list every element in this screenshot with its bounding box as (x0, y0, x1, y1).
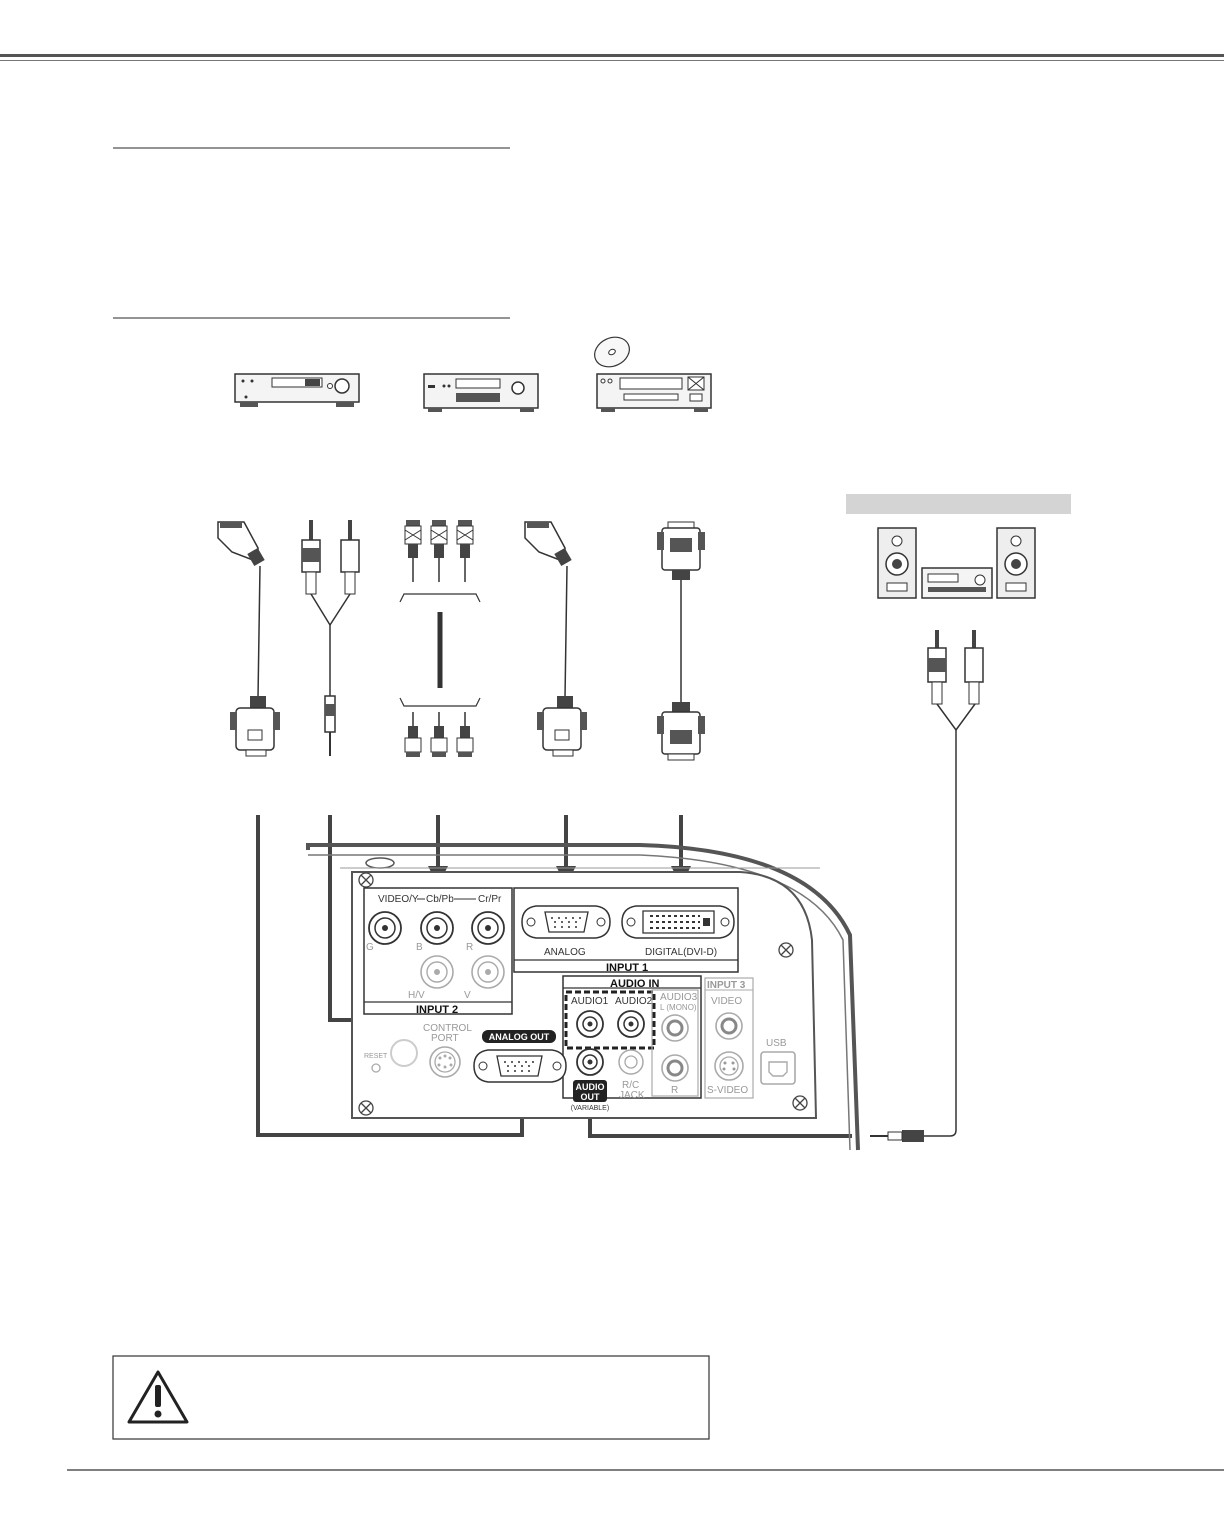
video-label: VIDEO (711, 996, 742, 1007)
input1-group: ANALOG DIGITAL(DVI-D) INPUT 1 (513, 887, 739, 974)
dvi-cable (657, 521, 705, 761)
audio-out-group: AUDIO OUT (VARIABLE) (571, 1048, 609, 1112)
bnc-jack-hv[interactable] (420, 955, 454, 989)
v-label: V (464, 990, 471, 1001)
port-label: PORT (431, 1033, 459, 1044)
analog-vga-port[interactable] (521, 905, 611, 939)
control-port[interactable]: CONTROL PORT (423, 1023, 472, 1078)
audio3-r-jack[interactable] (661, 1054, 689, 1082)
usb-label: USB (766, 1038, 787, 1049)
audio-system-icon (877, 527, 1036, 599)
input1-label: INPUT 1 (606, 962, 648, 974)
analog-out-group: ANALOG OUT (473, 1030, 567, 1083)
cr-pr-label: Cr/Pr (478, 894, 502, 905)
audio-out-jack[interactable] (576, 1048, 604, 1076)
header-rule (0, 54, 1224, 61)
bnc-jack-v[interactable] (471, 955, 505, 989)
audio-out-label-2: OUT (581, 1092, 601, 1102)
input3-group: INPUT 3 VIDEO S-VIDEO (704, 977, 754, 1099)
warning-box (112, 1355, 710, 1440)
scart-vga-cable-2 (524, 521, 587, 757)
reset-button[interactable]: RESET (364, 1053, 388, 1073)
vcr-device-icon (234, 373, 360, 407)
video-y-label: VIDEO/Y (378, 894, 419, 905)
audio1-label: AUDIO1 (571, 996, 609, 1007)
g-label: G (366, 942, 374, 953)
analog-label: ANALOG (544, 947, 586, 958)
audio-out-label-1: AUDIO (576, 1082, 605, 1092)
bnc-cable (399, 520, 481, 757)
audio3-label: AUDIO3 (660, 992, 698, 1003)
scart-vga-cable (217, 521, 280, 757)
usb-port[interactable]: USB (760, 1038, 796, 1085)
rc-label: R/C (622, 1080, 639, 1091)
audio-rca-minijack-cable (870, 630, 984, 1142)
video-jack[interactable] (715, 1012, 743, 1040)
input3-label: INPUT 3 (707, 980, 746, 991)
sensor-disc (390, 1039, 418, 1067)
analog-out-port[interactable] (473, 1049, 567, 1083)
input2-group: VIDEO/Y Cb/Pb Cr/Pr G B R (363, 887, 513, 1016)
audio2-jack[interactable] (617, 1010, 645, 1038)
digital-dvi-port[interactable] (621, 905, 735, 939)
rc-jack[interactable]: R/C JACK (618, 1049, 645, 1101)
audio-in-label: AUDIO IN (610, 978, 660, 990)
jack-label: JACK (619, 1090, 645, 1101)
warning-icon (127, 1370, 189, 1424)
video-player-icon (423, 373, 539, 412)
cb-pb-label: Cb/Pb (426, 894, 454, 905)
bnc-jack-b[interactable] (420, 911, 454, 945)
audio3-r-label: R (671, 1085, 678, 1096)
audio1-jack[interactable] (576, 1010, 604, 1038)
s-video-jack[interactable] (714, 1051, 744, 1081)
b-label: B (416, 942, 423, 953)
digital-label: DIGITAL(DVI-D) (645, 947, 717, 958)
analog-out-label: ANALOG OUT (489, 1032, 550, 1042)
control-label: CONTROL (423, 1023, 472, 1034)
r-label: R (466, 942, 473, 953)
s-video-label: S-VIDEO (707, 1085, 748, 1096)
audio3-l-jack[interactable] (661, 1014, 689, 1042)
audio-in-group: AUDIO IN AUDIO1 AUDIO2 AUDIO3 L (MONO) R (562, 975, 702, 1099)
l-mono-label: L (MONO) (660, 1003, 697, 1012)
audio2-label: AUDIO2 (615, 996, 653, 1007)
variable-label: (VARIABLE) (571, 1105, 609, 1112)
hv-label: H/V (408, 990, 425, 1001)
bnc-jack-r[interactable] (471, 911, 505, 945)
bnc-jack-g[interactable] (368, 911, 402, 945)
reset-label: RESET (364, 1053, 388, 1060)
audio-system-bar (846, 494, 1071, 514)
rca-minijack-cable (301, 520, 360, 756)
input2-label: INPUT 2 (416, 1004, 458, 1016)
dvd-player-icon (594, 336, 712, 412)
